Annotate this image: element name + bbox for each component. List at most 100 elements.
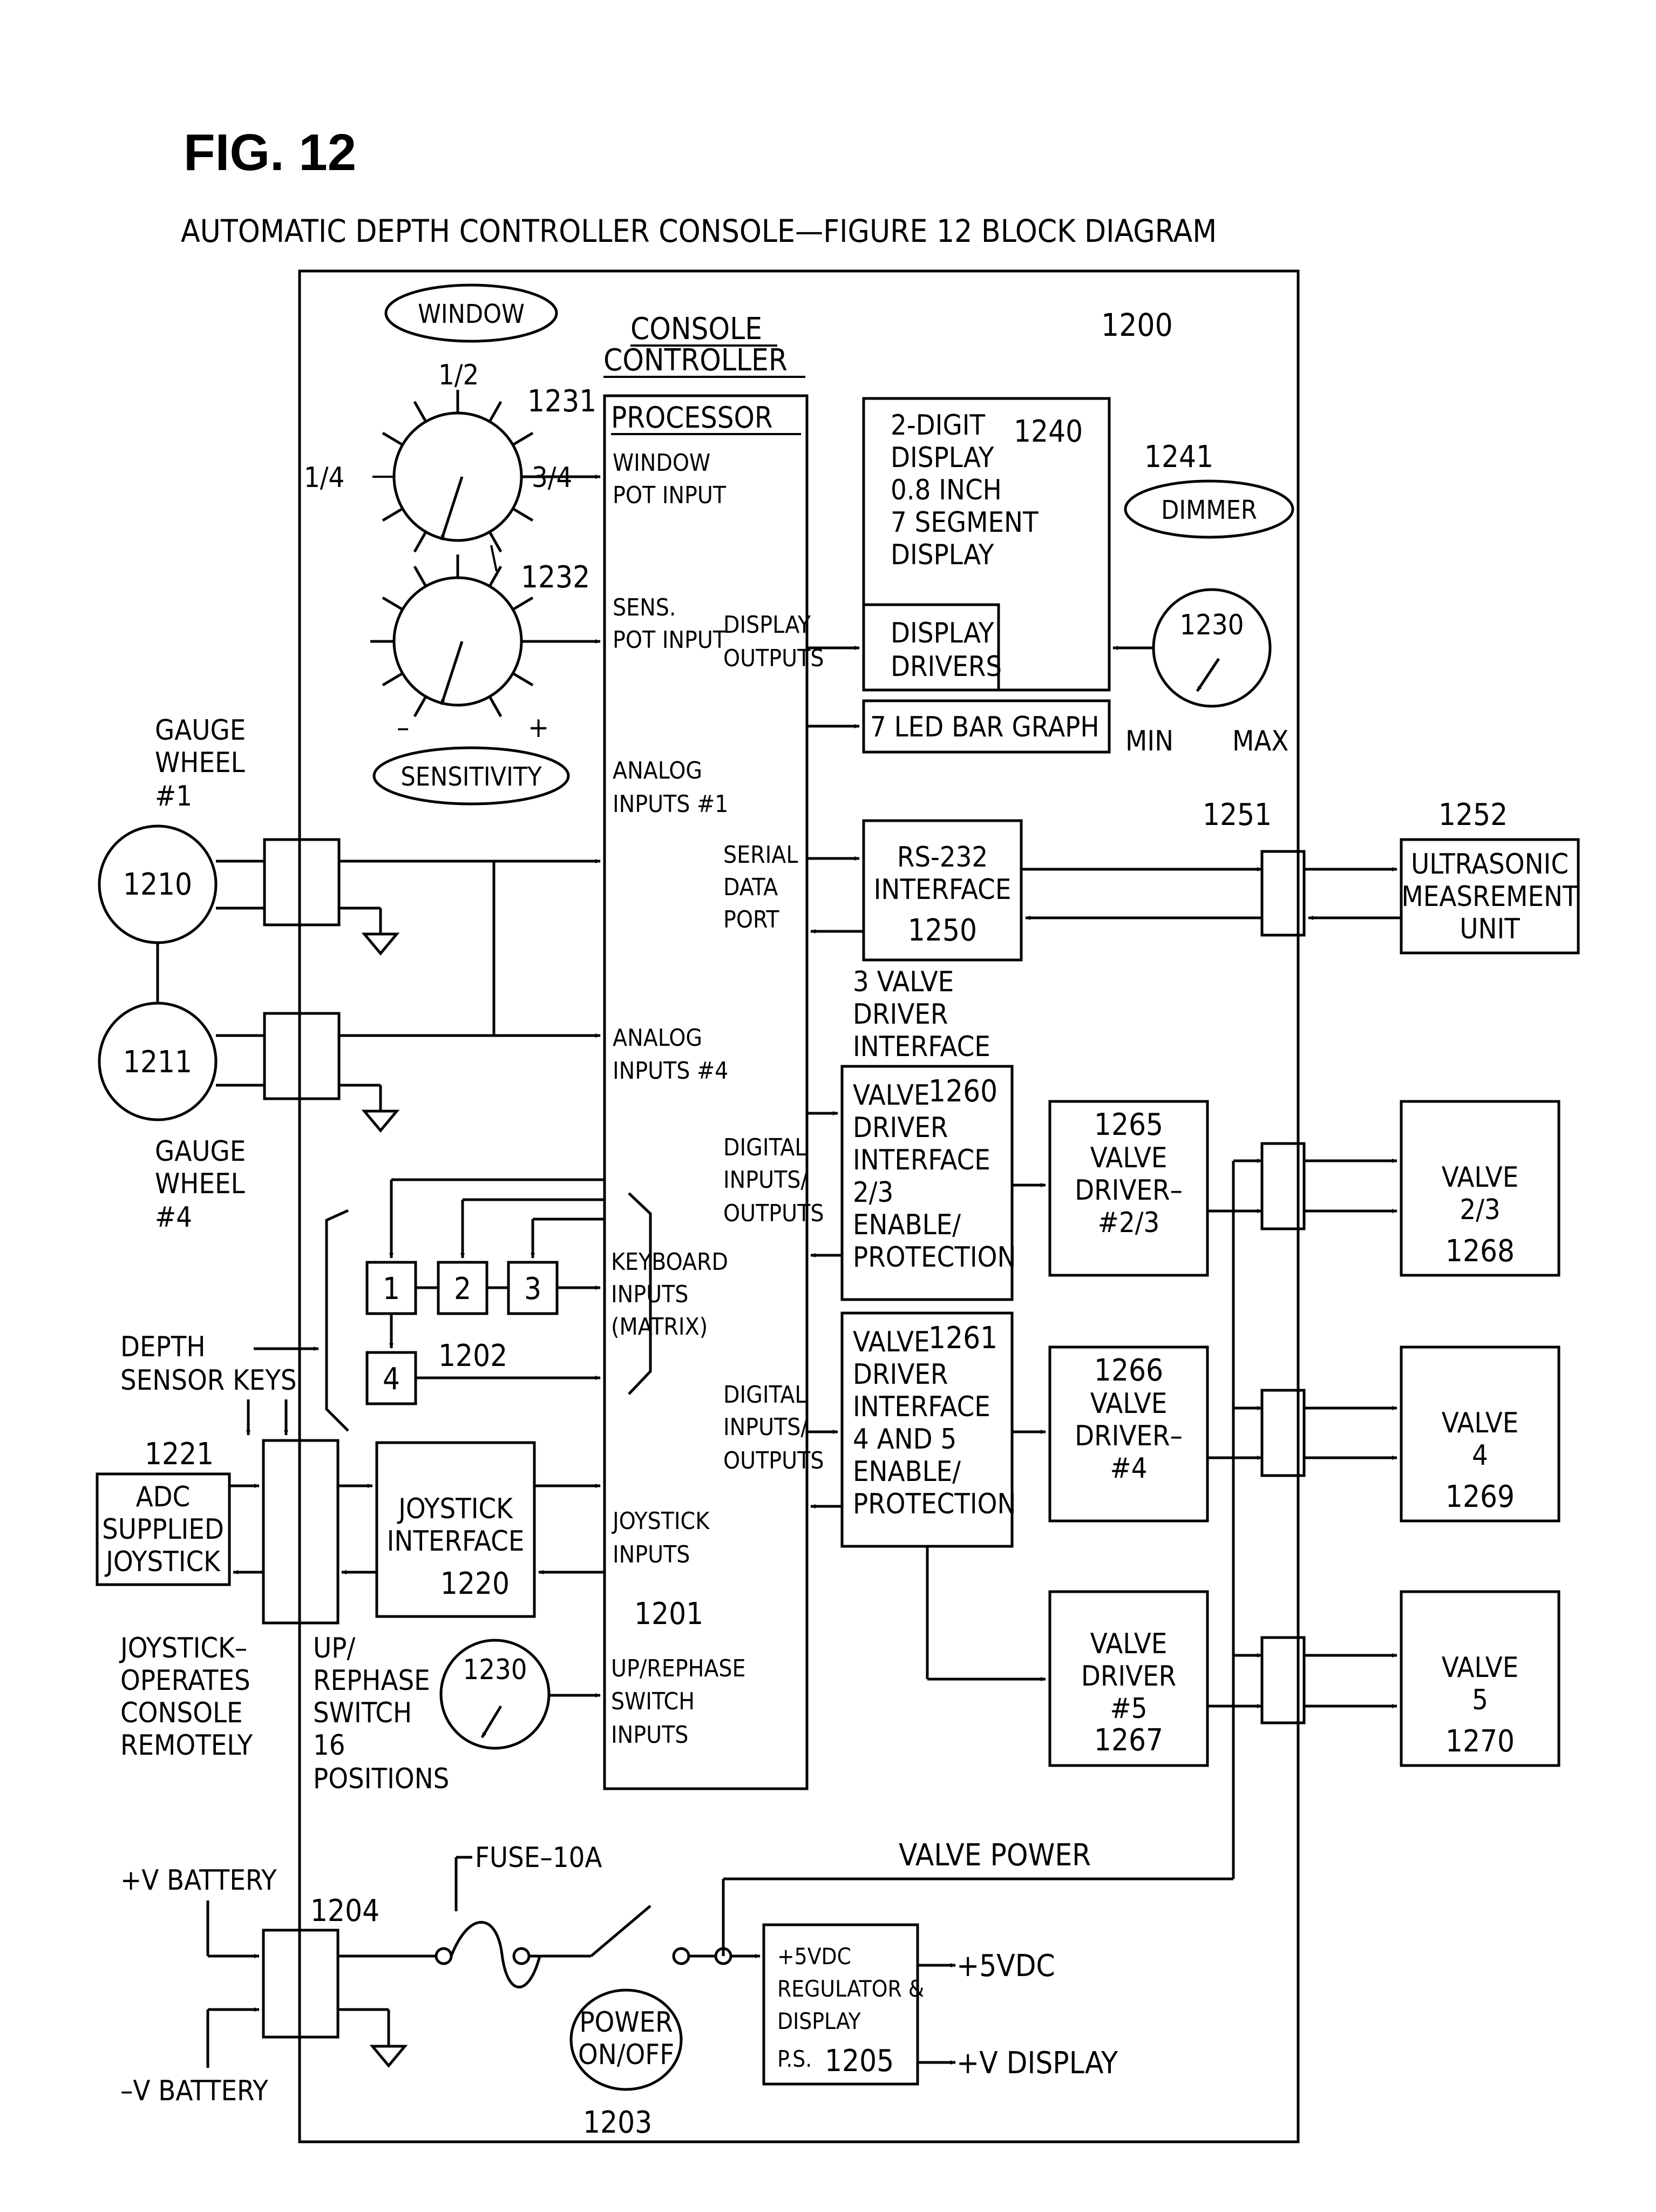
input-rephase-2: SWITCH [611, 1688, 695, 1715]
input-sens-pot-1: SENS. [613, 594, 676, 621]
valve-driver-a-4: #2/3 [1098, 1207, 1160, 1239]
gauge-wheel-1-ref: 1210 [123, 867, 192, 902]
valve-interface-a-1: VALVE [853, 1079, 930, 1112]
key-4-label: 4 [383, 1362, 400, 1397]
sensitivity-knob-pointer [442, 641, 462, 705]
display-line-3: 0.8 INCH [891, 474, 1002, 506]
valve-driver-a-3: DRIVER– [1075, 1174, 1183, 1207]
dimmer-knob [1153, 590, 1270, 706]
output-serial-3: PORT [723, 906, 779, 933]
gauge-wheel-4-label-2: WHEEL [155, 1168, 245, 1200]
sensitivity-plus: + [528, 712, 549, 744]
valve-driver-b-2: VALVE [1090, 1388, 1168, 1420]
dimmer-knob-pointer [1197, 659, 1219, 691]
display-ref: 1240 [1014, 414, 1083, 449]
input-analog-4-2: INPUTS #4 [613, 1057, 728, 1085]
display-drivers-2: DRIVERS [891, 651, 1002, 683]
rephase-caption-5: POSITIONS [313, 1763, 449, 1795]
processor-ref: 1201 [634, 1597, 703, 1632]
display-line-4: 7 SEGMENT [891, 506, 1039, 539]
window-mark-half: 1/2 [438, 359, 479, 391]
input-rephase-1: UP/REPHASE [611, 1655, 746, 1682]
figure-label: FIG. 12 [184, 124, 356, 181]
valve-driver-c-4: 1267 [1094, 1723, 1163, 1758]
output-digital-2-2: INPUTS/ [723, 1413, 808, 1441]
valve-driver-b-4: #4 [1110, 1452, 1148, 1485]
valve-a-3: 1268 [1445, 1234, 1515, 1269]
console-ref: 1200 [1101, 307, 1173, 343]
serial-connector-ref: 1251 [1203, 797, 1272, 833]
valve-interface-a-5: ENABLE/ [853, 1209, 961, 1241]
input-window-pot-1: WINDOW [613, 449, 710, 477]
valve-c-2: 5 [1472, 1684, 1488, 1716]
rephase-caption-1: UP/ [313, 1632, 355, 1665]
output-digital-2-3: OUTPUTS [723, 1447, 824, 1474]
key-2-label: 2 [454, 1271, 471, 1307]
wheel-1-connector [264, 840, 339, 925]
valve-interface-b-1: VALVE [853, 1326, 930, 1358]
rephase-knob-pointer [482, 1706, 501, 1737]
regulator-1: +5VDC [777, 1943, 851, 1970]
valve-b-2: 4 [1472, 1439, 1488, 1472]
rephase-caption-2: REPHASE [313, 1665, 430, 1697]
pos-battery-label: +V BATTERY [120, 1864, 277, 1897]
regulator-ref: 1205 [825, 2044, 894, 2079]
valve-driver-b-3: DRIVER– [1075, 1420, 1183, 1452]
valve-interface-a-3: INTERFACE [853, 1144, 990, 1176]
input-joystick-2: INPUTS [613, 1541, 690, 1568]
ultrasonic-line-2: MEASREMENT [1401, 881, 1578, 913]
output-5vdc: +5VDC [956, 1949, 1055, 1984]
dimmer-min: MIN [1125, 725, 1173, 757]
valve-driver-c-3: #5 [1110, 1693, 1148, 1725]
power-connector-ref: 1204 [310, 1893, 379, 1929]
figure-title: AUTOMATIC DEPTH CONTROLLER CONSOLE—FIGUR… [181, 213, 1217, 249]
valve-driver-a-1: 1265 [1094, 1107, 1163, 1142]
regulator-4: P.S. [777, 2046, 812, 2072]
valve-a-1: VALVE [1442, 1161, 1519, 1194]
controller-heading-1: CONSOLE [630, 312, 762, 347]
ultrasonic-line-1: ULTRASONIC [1411, 848, 1569, 881]
dimmer-ref: 1241 [1144, 439, 1213, 475]
rs232-line-1: RS-232 [897, 841, 988, 874]
keys-caption-1: DEPTH [120, 1331, 206, 1363]
controller-heading-2: CONTROLLER [603, 343, 788, 378]
valve-b-3: 1269 [1445, 1479, 1515, 1514]
valve-driver-a-2: VALVE [1090, 1142, 1168, 1174]
output-v-display: +V DISPLAY [956, 2046, 1118, 2081]
rs232-line-3: 1250 [908, 913, 977, 948]
display-line-5: DISPLAY [891, 539, 994, 571]
sensitivity-minus: – [397, 712, 409, 744]
output-serial-2: DATA [723, 874, 778, 901]
power-switch-blade [591, 1906, 650, 1956]
sensitivity-knob [394, 578, 521, 705]
regulator-3: DISPLAY [777, 2008, 861, 2034]
gauge-wheel-4-label-1: GAUGE [155, 1135, 246, 1168]
gauge-wheel-4-ref: 1211 [123, 1045, 192, 1080]
output-digital-2-1: DIGITAL [723, 1381, 806, 1409]
bar-graph-label: 7 LED BAR GRAPH [870, 711, 1100, 743]
joystick-caption-2: OPERATES [120, 1665, 250, 1697]
power-switch-ref: 1203 [583, 2105, 652, 2140]
valve-interface-a-6: PROTECTION [853, 1241, 1016, 1274]
joystick-device-ref: 1221 [145, 1437, 214, 1472]
neg-battery-label: –V BATTERY [120, 2075, 268, 2107]
output-digital-1-1: DIGITAL [723, 1134, 806, 1161]
valve-interface-b-5: ENABLE/ [853, 1456, 961, 1488]
input-analog-4-1: ANALOG [613, 1024, 702, 1052]
valve-interface-a-4: 2/3 [853, 1176, 893, 1209]
gauge-wheel-1-label-1: GAUGE [155, 714, 246, 747]
joystick-device-3: JOYSTICK [104, 1546, 221, 1578]
key-3-label: 3 [524, 1271, 541, 1307]
valve-driver-c-2: DRIVER [1081, 1660, 1176, 1693]
fuse-terminal-left [436, 1949, 451, 1964]
display-line-1: 2-DIGIT [891, 409, 986, 442]
valve-interface-heading-2: DRIVER [853, 998, 948, 1031]
input-keyboard-3: (MATRIX) [611, 1313, 708, 1341]
input-joystick-1: JOYSTICK [611, 1507, 710, 1535]
valve-c-3: 1270 [1445, 1724, 1515, 1759]
dimmer-knob-ref: 1230 [1179, 609, 1244, 641]
fuse-terminal-right [514, 1949, 529, 1964]
power-switch-label-2: ON/OFF [578, 2039, 674, 2071]
power-switch-contact-1 [674, 1949, 689, 1964]
